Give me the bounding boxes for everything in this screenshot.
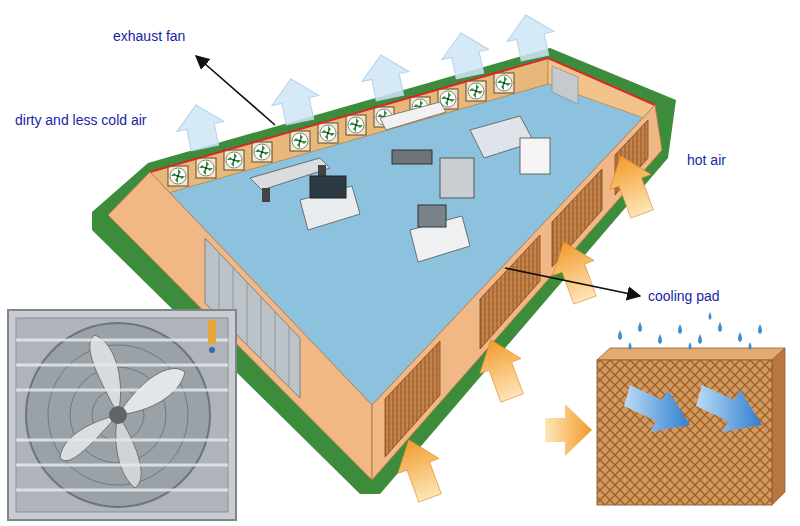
illustration-part xyxy=(502,10,558,63)
illustration-part xyxy=(290,131,310,151)
illustration-part xyxy=(629,342,632,350)
illustration-part xyxy=(109,406,127,424)
callout-label: exhaust fan xyxy=(113,28,185,44)
end-door xyxy=(552,66,578,104)
illustration-part xyxy=(545,404,592,456)
illustration-part xyxy=(267,74,323,127)
illustration-part xyxy=(738,332,742,342)
callout-label: dirty and less cold air xyxy=(15,112,147,128)
illustration-part xyxy=(172,100,228,153)
illustration-part xyxy=(118,369,185,415)
illustration-part xyxy=(380,102,446,130)
illustration-part xyxy=(520,138,550,174)
illustration-part xyxy=(470,332,533,405)
illustration-part xyxy=(749,342,752,350)
illustration-part xyxy=(310,176,346,198)
illustration-part xyxy=(252,142,272,162)
illustration-part xyxy=(357,50,413,103)
illustration-part xyxy=(466,81,486,101)
illustration-part xyxy=(698,334,702,344)
fan-photo xyxy=(8,310,236,520)
leader-line xyxy=(505,268,640,296)
illustration-part xyxy=(196,158,216,178)
illustration-part xyxy=(618,312,762,350)
machines xyxy=(250,102,550,262)
illustration-part xyxy=(638,322,642,332)
illustration-part xyxy=(209,347,215,353)
illustration-part xyxy=(388,432,451,505)
leader-line xyxy=(196,56,275,125)
illustration-part xyxy=(696,385,762,432)
illustration-part xyxy=(597,360,772,505)
exhaust-air-arrows xyxy=(172,10,558,153)
illustration-part xyxy=(392,150,432,164)
illustration-part xyxy=(718,322,722,332)
illustration-part xyxy=(418,205,446,227)
cooling-pad xyxy=(385,341,440,457)
illustration-part xyxy=(494,73,514,93)
illustration-part xyxy=(437,28,493,81)
illustration-part xyxy=(60,415,118,461)
callout-label: cooling pad xyxy=(648,288,720,304)
illustration-part xyxy=(16,340,228,490)
illustration-part xyxy=(116,415,141,488)
roof-line xyxy=(150,58,655,172)
illustration-part xyxy=(709,312,712,320)
illustration-part xyxy=(90,335,121,415)
illustration-part xyxy=(262,188,270,202)
cooling-pad-detail xyxy=(545,312,785,505)
illustration-part xyxy=(597,348,785,360)
illustration-part xyxy=(346,115,366,135)
illustration-part xyxy=(318,123,338,143)
back-wall xyxy=(150,58,548,196)
illustration-part xyxy=(758,324,762,334)
illustration-part xyxy=(224,150,244,170)
illustration-part xyxy=(600,148,663,221)
illustration-part xyxy=(678,324,682,334)
illustration-part xyxy=(16,318,228,512)
illustration-part xyxy=(772,348,785,505)
illustration-part xyxy=(208,320,216,344)
end-wall xyxy=(548,58,655,122)
illustration-part xyxy=(168,166,188,186)
illustration-part xyxy=(26,323,210,507)
illustration-part xyxy=(689,342,692,350)
callout-label: hot air xyxy=(687,152,726,168)
illustration-part xyxy=(440,158,474,198)
cooling-pad xyxy=(480,235,540,349)
illustration-part xyxy=(8,310,236,520)
illustration-part xyxy=(624,385,690,432)
illustration-part xyxy=(618,330,622,340)
illustration-part xyxy=(543,234,606,307)
illustration-part xyxy=(658,334,662,344)
